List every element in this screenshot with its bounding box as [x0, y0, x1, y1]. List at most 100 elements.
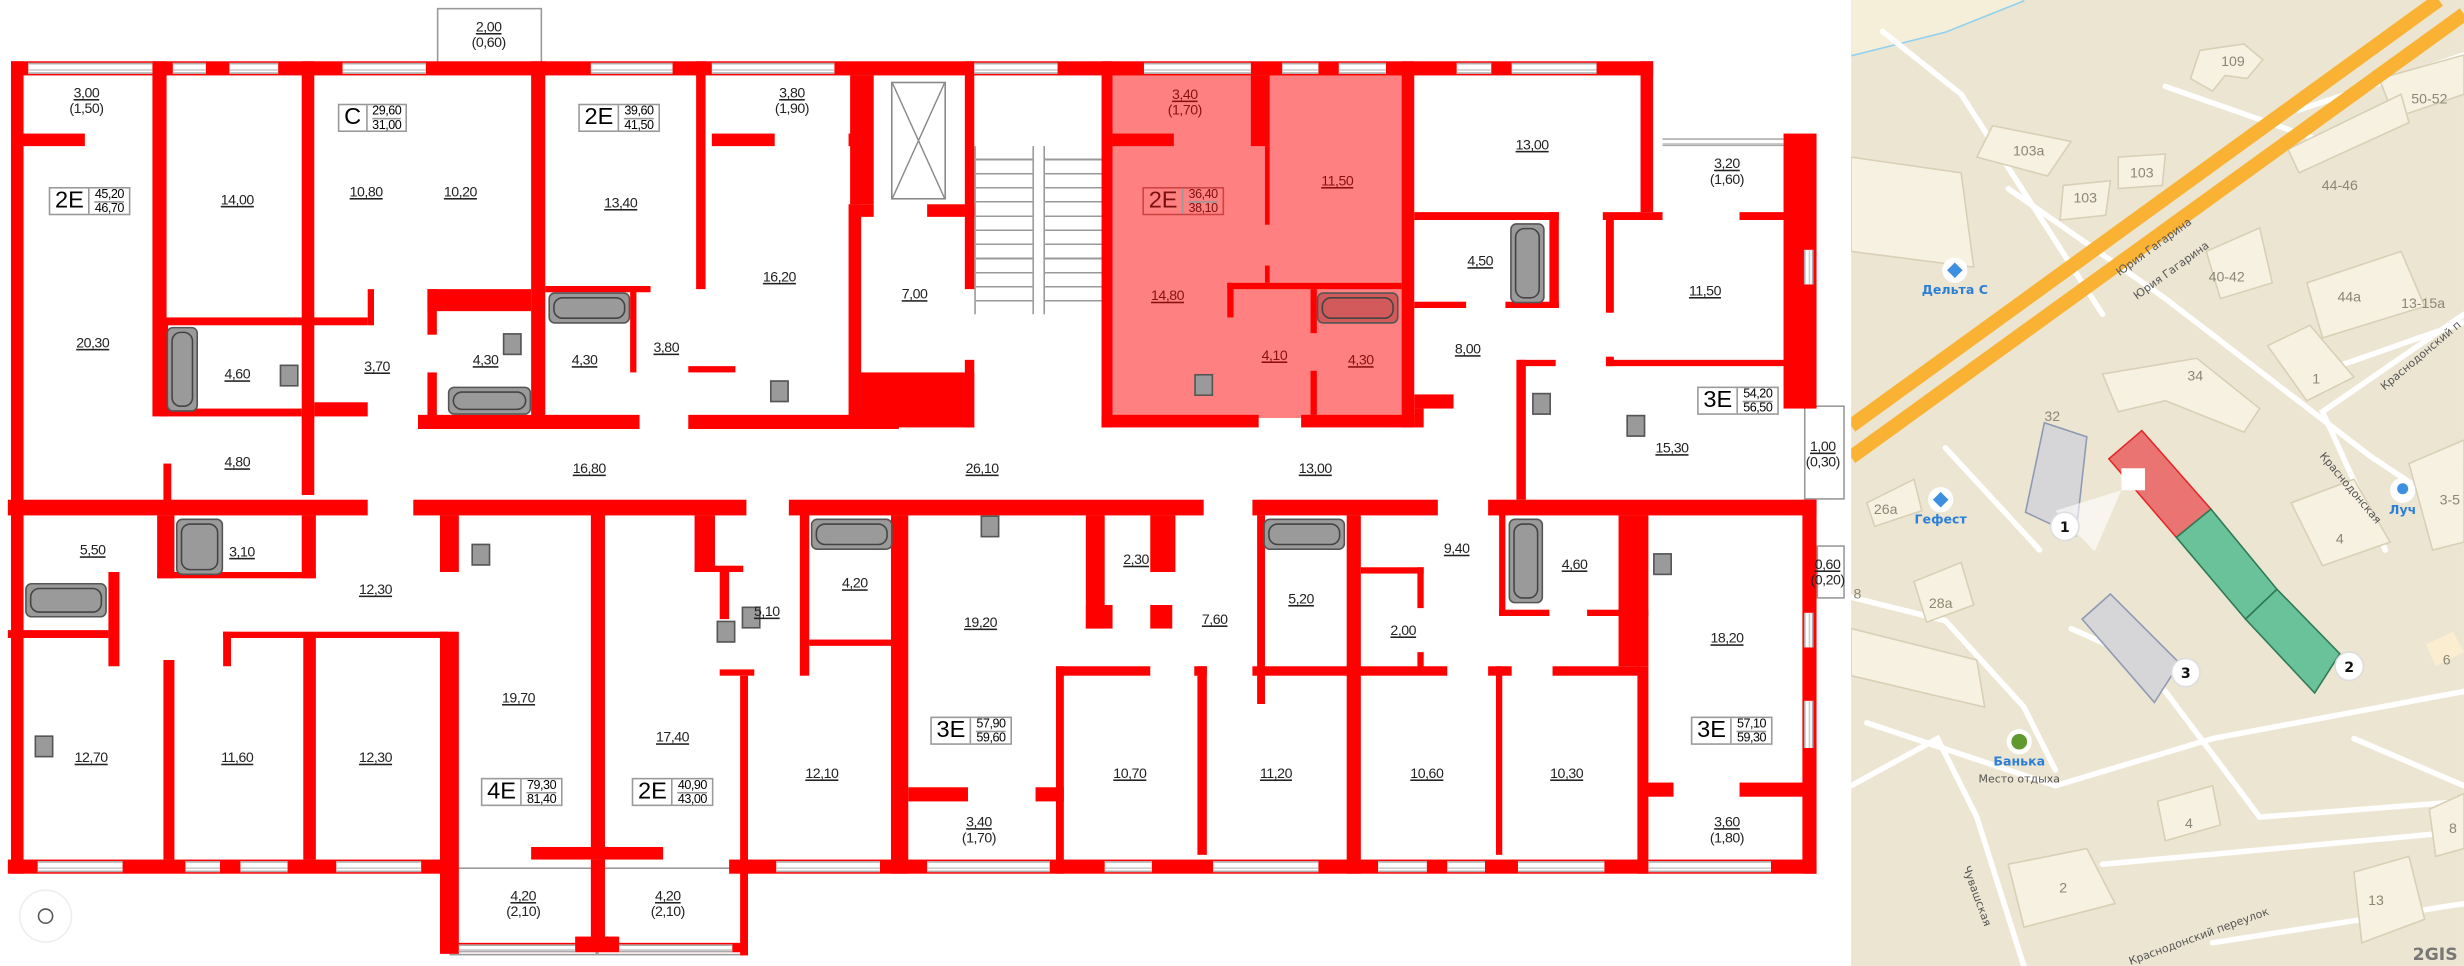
balcony-reduced-area: (0,30): [1805, 454, 1841, 470]
stove-icon: [980, 515, 1000, 538]
wall: [1085, 604, 1113, 629]
wall: [1488, 499, 1817, 516]
wall: [1112, 133, 1174, 147]
room-area-label: 4,30: [1348, 352, 1374, 368]
total-area: 59,30: [1736, 730, 1767, 745]
wall: [630, 289, 637, 373]
room-area: 5,50: [79, 542, 106, 558]
room-area: 18,20: [1710, 630, 1744, 646]
building-number-label: 103а: [2013, 143, 2045, 159]
map-building: [1913, 561, 1975, 624]
wall: [545, 285, 651, 293]
road: [1864, 688, 2464, 789]
view-cone: [2055, 490, 2122, 552]
apartment-type: 2E: [1144, 188, 1184, 214]
room-area-label: 4,30: [572, 352, 598, 368]
living-area: 57,90: [976, 716, 1006, 733]
map-building: [2426, 631, 2464, 667]
window: [185, 861, 220, 873]
wall: [1552, 666, 1641, 676]
room-area: 13,00: [1298, 460, 1333, 477]
room-area: 16,80: [572, 460, 607, 477]
building-marker[interactable]: [2049, 511, 2080, 542]
room-area: 14,80: [1151, 287, 1185, 304]
window: [1648, 861, 1771, 873]
wall: [1055, 666, 1064, 874]
room-area-label: 12,30: [359, 581, 393, 597]
wall: [157, 515, 175, 579]
total-area: 31,00: [372, 117, 402, 132]
room-area: 3,40: [1171, 86, 1198, 103]
room-area-label: 14,00: [221, 192, 255, 208]
room-area: 26,10: [965, 460, 1000, 477]
room-area-label: 9,40: [1444, 541, 1470, 557]
building-3[interactable]: [2081, 592, 2181, 704]
room-area-label: 10,60: [1410, 765, 1444, 781]
compass-icon[interactable]: [18, 889, 73, 943]
room-area-label: 7,60: [1202, 611, 1228, 627]
wall: [908, 787, 968, 802]
room-area-label: 16,80: [572, 460, 607, 477]
wall: [413, 499, 747, 516]
wall: [688, 366, 736, 373]
room-area: 12,10: [805, 765, 839, 781]
room-area-label: 19,70: [502, 690, 536, 706]
room-area-label: 11,60: [221, 750, 253, 766]
wall: [449, 942, 748, 953]
room-area-label: 3,70: [364, 358, 390, 374]
wall: [1587, 609, 1649, 616]
room-area-label: 11,50: [1321, 173, 1353, 189]
building-number-label: 8: [1853, 586, 1861, 602]
window: [1803, 249, 1814, 285]
building-number-label: 2: [2059, 880, 2067, 896]
building-2-section[interactable]: [2244, 588, 2341, 695]
building-marker[interactable]: [2334, 651, 2365, 682]
wall: [163, 659, 175, 860]
room-area-label: 10,20: [444, 184, 478, 200]
window: [1104, 861, 1152, 873]
room-area: 4,30: [1348, 351, 1374, 368]
building-marker-number: 1: [2060, 520, 2070, 536]
room-area-label: 3,20(1,60): [1710, 156, 1745, 187]
wall: [1519, 359, 1556, 367]
wall: [531, 846, 664, 860]
balcony-reduced-area: (1,70): [1167, 102, 1203, 118]
wall: [1739, 212, 1804, 220]
wall: [223, 631, 448, 638]
room-area-label: 4,20(2,10): [651, 888, 686, 919]
room-area-label: 19,20: [964, 614, 998, 630]
room-area-label: 2,30: [1123, 552, 1149, 568]
wall: [108, 571, 120, 667]
room-area: 10,30: [1550, 765, 1584, 781]
wall: [1414, 212, 1559, 220]
entrance-marker: [2121, 468, 2145, 491]
poi-subtitle: Место отдыха: [1978, 773, 2060, 786]
room-area: 4,20: [510, 887, 537, 904]
wall: [1264, 265, 1270, 283]
wall: [427, 372, 437, 420]
wall: [719, 669, 755, 676]
total-area: 81,40: [526, 791, 557, 807]
room-area: 2,00: [475, 18, 502, 35]
room-area: 17,40: [656, 729, 690, 745]
wall: [531, 61, 546, 417]
wall: [1401, 61, 1415, 428]
balcony-reduced-area: (1,70): [961, 829, 997, 846]
bathtub-icon: [1316, 292, 1399, 324]
road: [2351, 735, 2464, 789]
building-marker[interactable]: [2170, 657, 2201, 688]
bath-broom-icon: [2011, 733, 2028, 750]
